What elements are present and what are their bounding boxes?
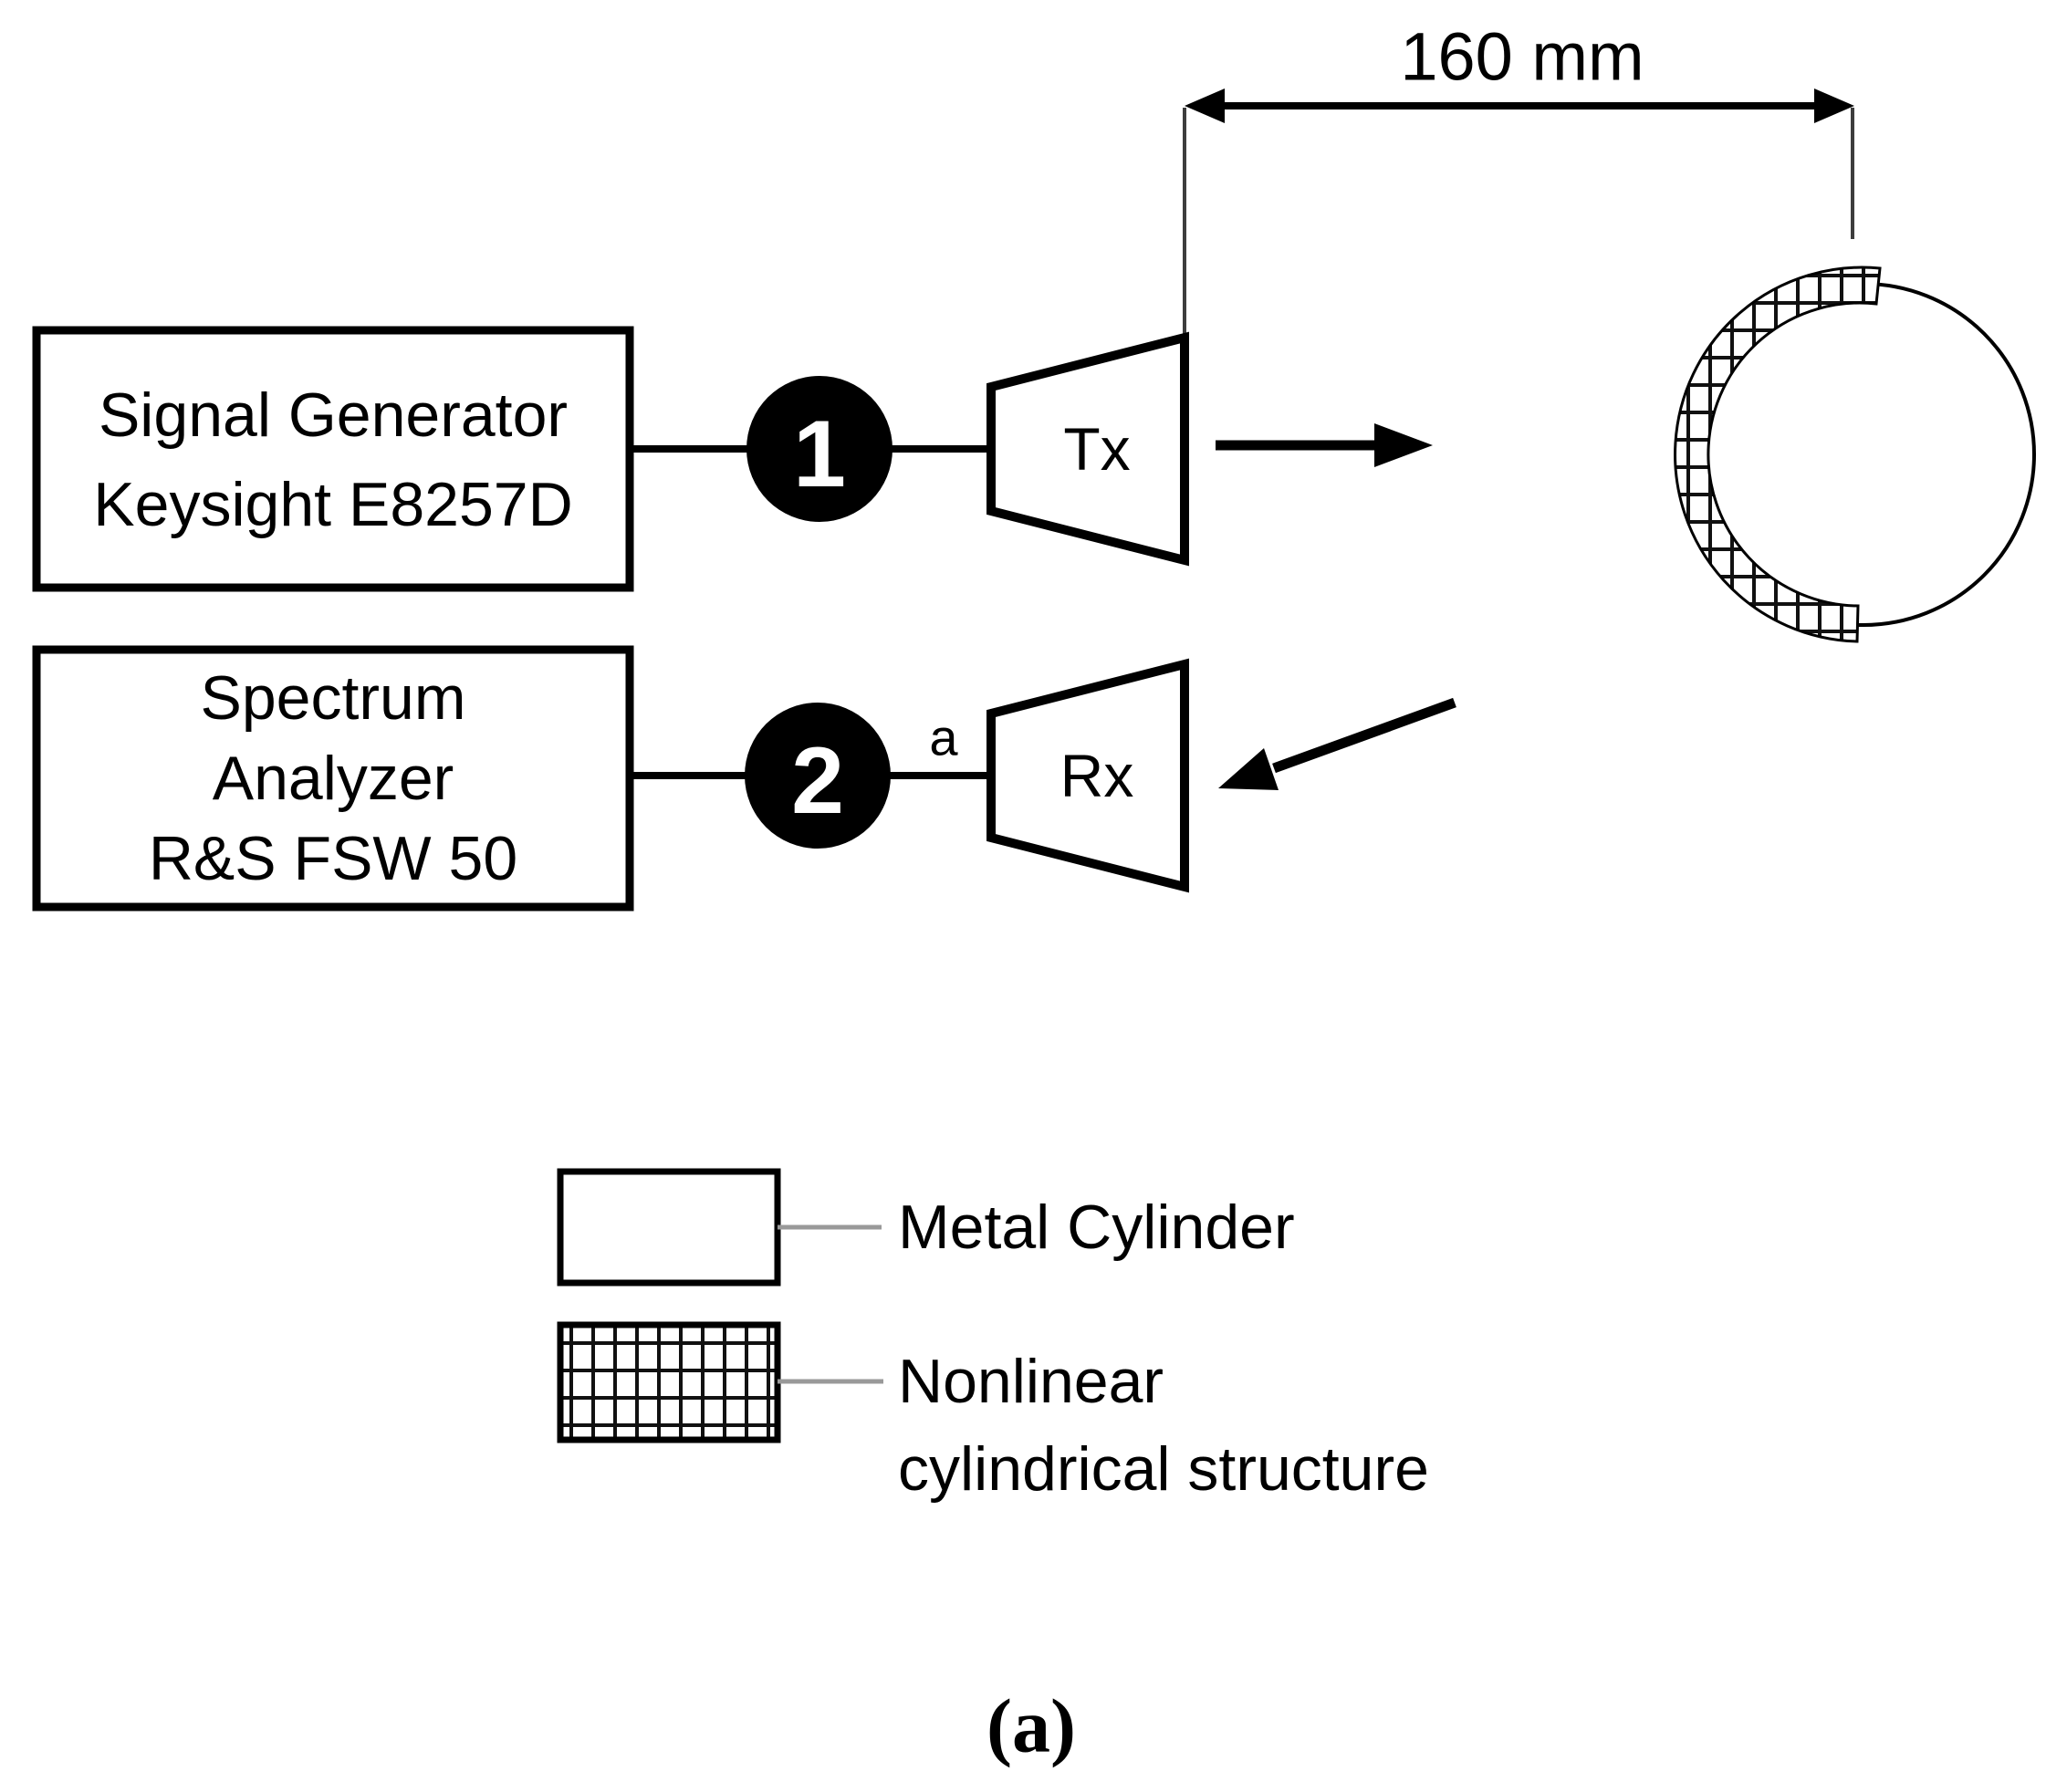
spectrum-analyzer-label-line2: Analyzer	[213, 744, 454, 813]
signal-generator-box	[32, 326, 634, 592]
legend-nonlinear-label-line1: Nonlinear	[898, 1347, 1164, 1416]
connector-1-circle	[746, 376, 893, 522]
target-object	[1674, 266, 2036, 643]
dimension-arrowhead-right-icon	[1814, 89, 1854, 123]
tx-horn-shape	[986, 331, 1189, 567]
spectrum-analyzer-label-line1: Spectrum	[201, 663, 466, 733]
figure-caption: (a)	[986, 1684, 1076, 1769]
rx-horn-shape	[986, 658, 1189, 893]
signal-generator-block: Signal Generator Keysight E8257D	[32, 326, 634, 592]
connector-2-label: 2	[791, 728, 844, 834]
dimension-annotation: 160 mm	[1183, 19, 1854, 334]
dimension-label: 160 mm	[1400, 19, 1644, 95]
signal-generator-label-line1: Signal Generator	[99, 380, 568, 450]
connector-1-label: 1	[793, 401, 846, 507]
legend-nonlinear-swatch	[557, 1321, 781, 1443]
spectrum-analyzer-box	[32, 645, 634, 912]
rx-incoming-arrow	[1218, 697, 1456, 790]
feed-lines	[630, 445, 991, 779]
legend-nonlinear-label-line2: cylindrical structure	[898, 1434, 1429, 1504]
nonlinear-structure-crescent	[1674, 266, 1882, 643]
signal-generator-label-line2: Keysight E8257D	[93, 470, 572, 539]
rx-incoming-arrow-line	[1272, 697, 1456, 774]
legend-metal-label: Metal Cylinder	[898, 1193, 1295, 1262]
spectrum-analyzer-block: Spectrum Analyzer R&S FSW 50	[32, 645, 634, 912]
connector-node-2: 2	[745, 703, 891, 849]
spectrum-analyzer-label-line3: R&S FSW 50	[149, 824, 517, 893]
legend-item-nonlinear-structure: Nonlinear cylindrical structure	[557, 1321, 1429, 1504]
port-a-label: a	[929, 709, 958, 766]
dimension-arrowhead-left-icon	[1185, 89, 1225, 123]
legend-item-metal-cylinder: Metal Cylinder	[557, 1168, 1295, 1287]
tx-antenna: Tx	[986, 331, 1189, 567]
tx-emission-arrowhead-icon	[1374, 423, 1433, 467]
legend-metal-swatch	[557, 1168, 781, 1287]
tx-emission-arrow	[1216, 423, 1433, 467]
legend: Metal Cylinder Nonlinear cylindrical str…	[557, 1168, 1429, 1504]
connector-2-circle	[745, 703, 891, 849]
rx-antenna: Rx	[986, 658, 1189, 893]
rx-label: Rx	[1060, 742, 1134, 809]
connector-node-1: 1	[746, 376, 893, 522]
tx-label: Tx	[1063, 415, 1130, 483]
rx-incoming-arrowhead-icon	[1218, 748, 1279, 790]
